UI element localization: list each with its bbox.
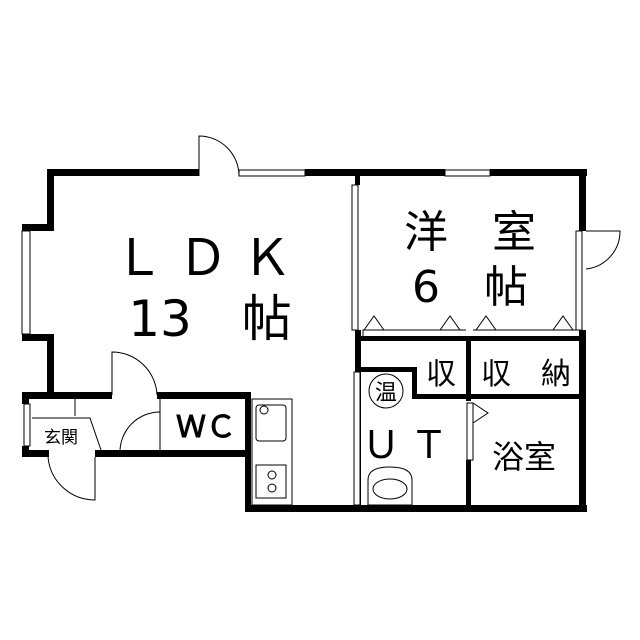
ldk-label: ＬＤＫ [114,229,306,287]
stove-icon [255,464,287,499]
sink-icon [255,404,287,442]
wc-label: ＷＣ [176,410,236,445]
water-heater-icon [368,373,404,409]
utility-label: ＵＴ [362,423,458,467]
western-room-size: 6 帖 [412,262,528,313]
western-room-label: 洋 室 [404,207,536,258]
doors [32,135,621,501]
water-heater-label: 温 [375,381,397,406]
washbasin-icon [367,466,413,506]
closet-label: 収 納 [481,357,571,392]
kitchen-counter [251,398,293,506]
ldk-size: 13 帖 [128,290,292,348]
closet-small-label: 収 [426,357,456,392]
entrance-label: 玄関 [44,428,78,448]
bath-label: 浴室 [492,438,556,476]
windows [21,169,583,506]
